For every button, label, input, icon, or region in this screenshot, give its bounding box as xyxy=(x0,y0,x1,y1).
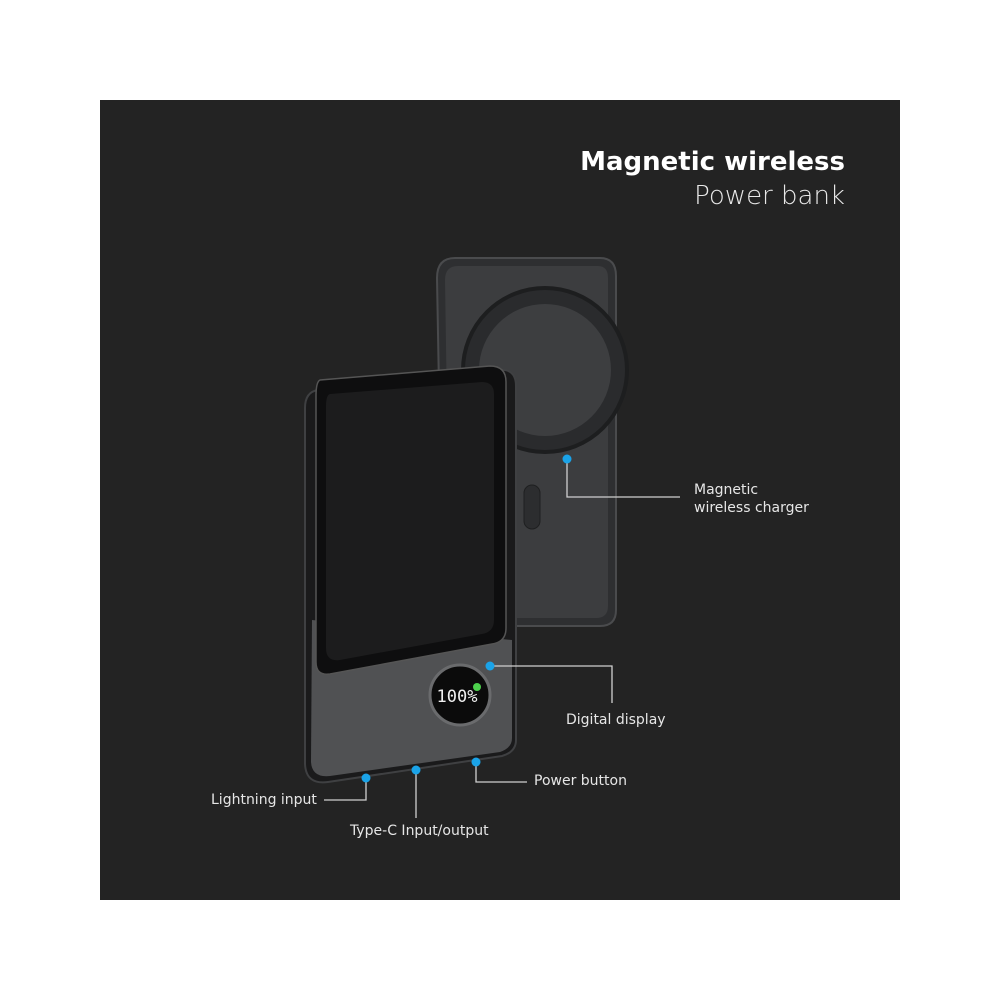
charging-indicator-icon xyxy=(473,683,481,691)
type-c-label: Type-C Input/output xyxy=(350,823,489,839)
magnetic-charger-label-line2: wireless charger xyxy=(694,500,809,516)
display-reading: 100% xyxy=(437,687,478,707)
front-power-bank: 100% xyxy=(304,365,517,784)
display-callout-dot xyxy=(485,661,495,671)
power-callout-dot xyxy=(471,757,481,767)
typec-callout-dot xyxy=(411,765,421,775)
lightning-input-label: Lightning input xyxy=(211,792,317,808)
magnetic-charger-label: Magnetic wireless charger xyxy=(694,481,809,517)
charger-callout-dot xyxy=(562,454,572,464)
digital-display xyxy=(428,663,492,727)
power-button-label: Power button xyxy=(534,773,627,789)
title-line-2: Power bank xyxy=(694,181,845,211)
digital-display-label: Digital display xyxy=(566,712,666,728)
lightning-callout-dot xyxy=(361,773,371,783)
title-line-1: Magnetic wireless xyxy=(580,147,845,177)
magnetic-charger-label-line1: Magnetic xyxy=(694,482,759,498)
